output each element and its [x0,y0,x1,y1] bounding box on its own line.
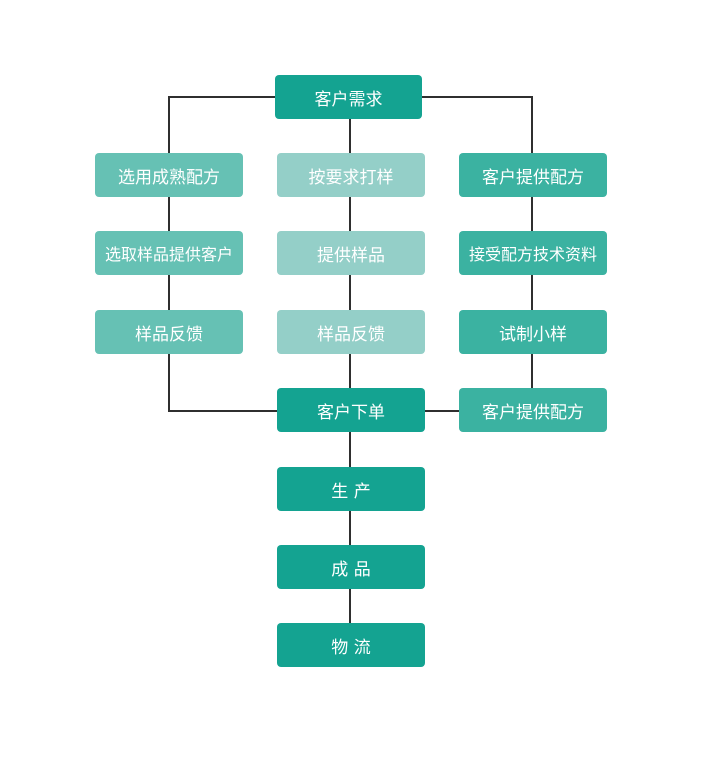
node-center-make-sample: 按要求打样 [277,153,425,197]
node-finished-product: 成 品 [277,545,425,589]
node-right-customer-formula: 客户提供配方 [459,153,607,197]
node-right-customer-formula-2: 客户提供配方 [459,388,607,432]
node-left-select-sample: 选取样品提供客户 [95,231,243,275]
node-logistics: 物 流 [277,623,425,667]
node-center-provide-sample: 提供样品 [277,231,425,275]
node-left-sample-feedback: 样品反馈 [95,310,243,354]
node-customer-demand: 客户需求 [275,75,422,119]
node-customer-order: 客户下单 [277,388,425,432]
node-center-sample-feedback: 样品反馈 [277,310,425,354]
node-right-receive-tech-data: 接受配方技术资料 [459,231,607,275]
node-right-trial-sample: 试制小样 [459,310,607,354]
connector-left-3-order [168,354,277,412]
connector-top-left [168,96,275,153]
node-production: 生 产 [277,467,425,511]
node-left-mature-formula: 选用成熟配方 [95,153,243,197]
connector-top-right [422,96,533,153]
